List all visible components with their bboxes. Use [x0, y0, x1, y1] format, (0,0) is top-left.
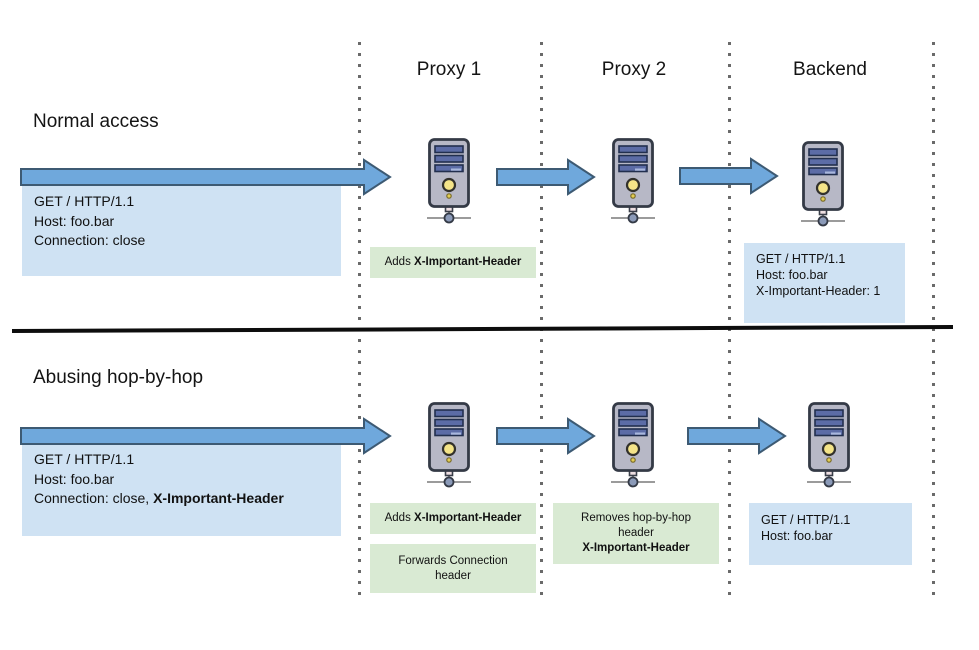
column-header-backend: Backend — [793, 59, 867, 80]
server-icon-proxy1-abuse — [427, 402, 471, 488]
section-title-abuse: Abusing hop-by-hop — [33, 367, 204, 388]
note-line: header — [435, 569, 471, 582]
note-bold-text: X-Important-Header — [414, 256, 522, 268]
note-text: Adds — [384, 256, 415, 268]
request-line: Host: foo.bar — [761, 529, 833, 543]
flow-arrow-client-to-proxy1-abuse — [20, 417, 392, 455]
flow-arrow-proxy1-to-proxy2-normal — [496, 158, 596, 196]
request-line: Host: foo.bar — [34, 470, 115, 487]
note-line: Forwards Connection — [398, 554, 508, 567]
dotted-separator-2 — [540, 42, 543, 602]
note-adds-header-normal: Adds X-Important-Header — [370, 247, 536, 278]
backend-request-box-abuse: GET / HTTP/1.1 Host: foo.bar — [749, 503, 912, 565]
client-request-box-normal: GET / HTTP/1.1 Host: foo.bar Connection:… — [22, 186, 341, 276]
request-line: GET / HTTP/1.1 — [34, 193, 135, 209]
request-bold-text: X-Important-Header — [153, 490, 284, 506]
flow-arrow-proxy2-to-backend-normal — [679, 157, 779, 195]
request-line: X-Important-Header: 1 — [756, 284, 881, 298]
column-header-proxy1: Proxy 1 — [416, 59, 482, 80]
note-line: Adds X-Important-Header — [385, 511, 522, 526]
section-divider — [11, 324, 954, 333]
column-header-proxy2: Proxy 2 — [601, 59, 667, 80]
server-icon-proxy1-normal — [427, 138, 471, 224]
note-forwards-connection: Forwards Connection header — [370, 544, 536, 593]
flow-arrow-proxy2-to-backend-abuse — [687, 417, 787, 455]
backend-request-box-normal: GET / HTTP/1.1 Host: foo.bar X-Important… — [744, 243, 905, 323]
client-request-box-abuse: GET / HTTP/1.1 Host: foo.bar Connection:… — [22, 428, 341, 536]
request-text: Connection: close, — [34, 490, 154, 506]
server-icon-backend-abuse — [807, 402, 851, 488]
request-line: GET / HTTP/1.1 — [756, 252, 846, 266]
server-icon-backend-normal — [801, 141, 845, 227]
note-text: Adds — [384, 512, 415, 524]
request-line: Host: foo.bar — [34, 212, 115, 229]
request-line: GET / HTTP/1.1 — [761, 513, 851, 527]
flow-arrow-client-to-proxy1-normal — [20, 158, 392, 196]
dotted-separator-4 — [932, 42, 935, 602]
note-line: Adds X-Important-Header — [385, 255, 522, 270]
request-line: Connection: close — [34, 232, 146, 248]
note-adds-header-abuse: Adds X-Important-Header — [370, 503, 536, 534]
server-icon-proxy2-normal — [611, 138, 655, 224]
note-bold-text: X-Important-Header — [582, 542, 690, 554]
note-bold-text: X-Important-Header — [414, 512, 522, 524]
note-line: Removes hop-by-hop — [581, 512, 691, 524]
request-line: Host: foo.bar — [756, 268, 828, 282]
dotted-separator-3 — [728, 42, 731, 602]
section-title-normal: Normal access — [33, 111, 159, 132]
flow-arrow-proxy1-to-proxy2-abuse — [496, 417, 596, 455]
server-icon-proxy2-abuse — [611, 402, 655, 488]
request-line: Connection: close, X-Important-Header — [34, 489, 331, 509]
dotted-separator-1 — [358, 42, 361, 602]
note-removes-hop-by-hop: Removes hop-by-hop header X-Important-He… — [553, 503, 719, 564]
note-line: header — [618, 527, 654, 539]
request-line: GET / HTTP/1.1 — [34, 451, 135, 467]
